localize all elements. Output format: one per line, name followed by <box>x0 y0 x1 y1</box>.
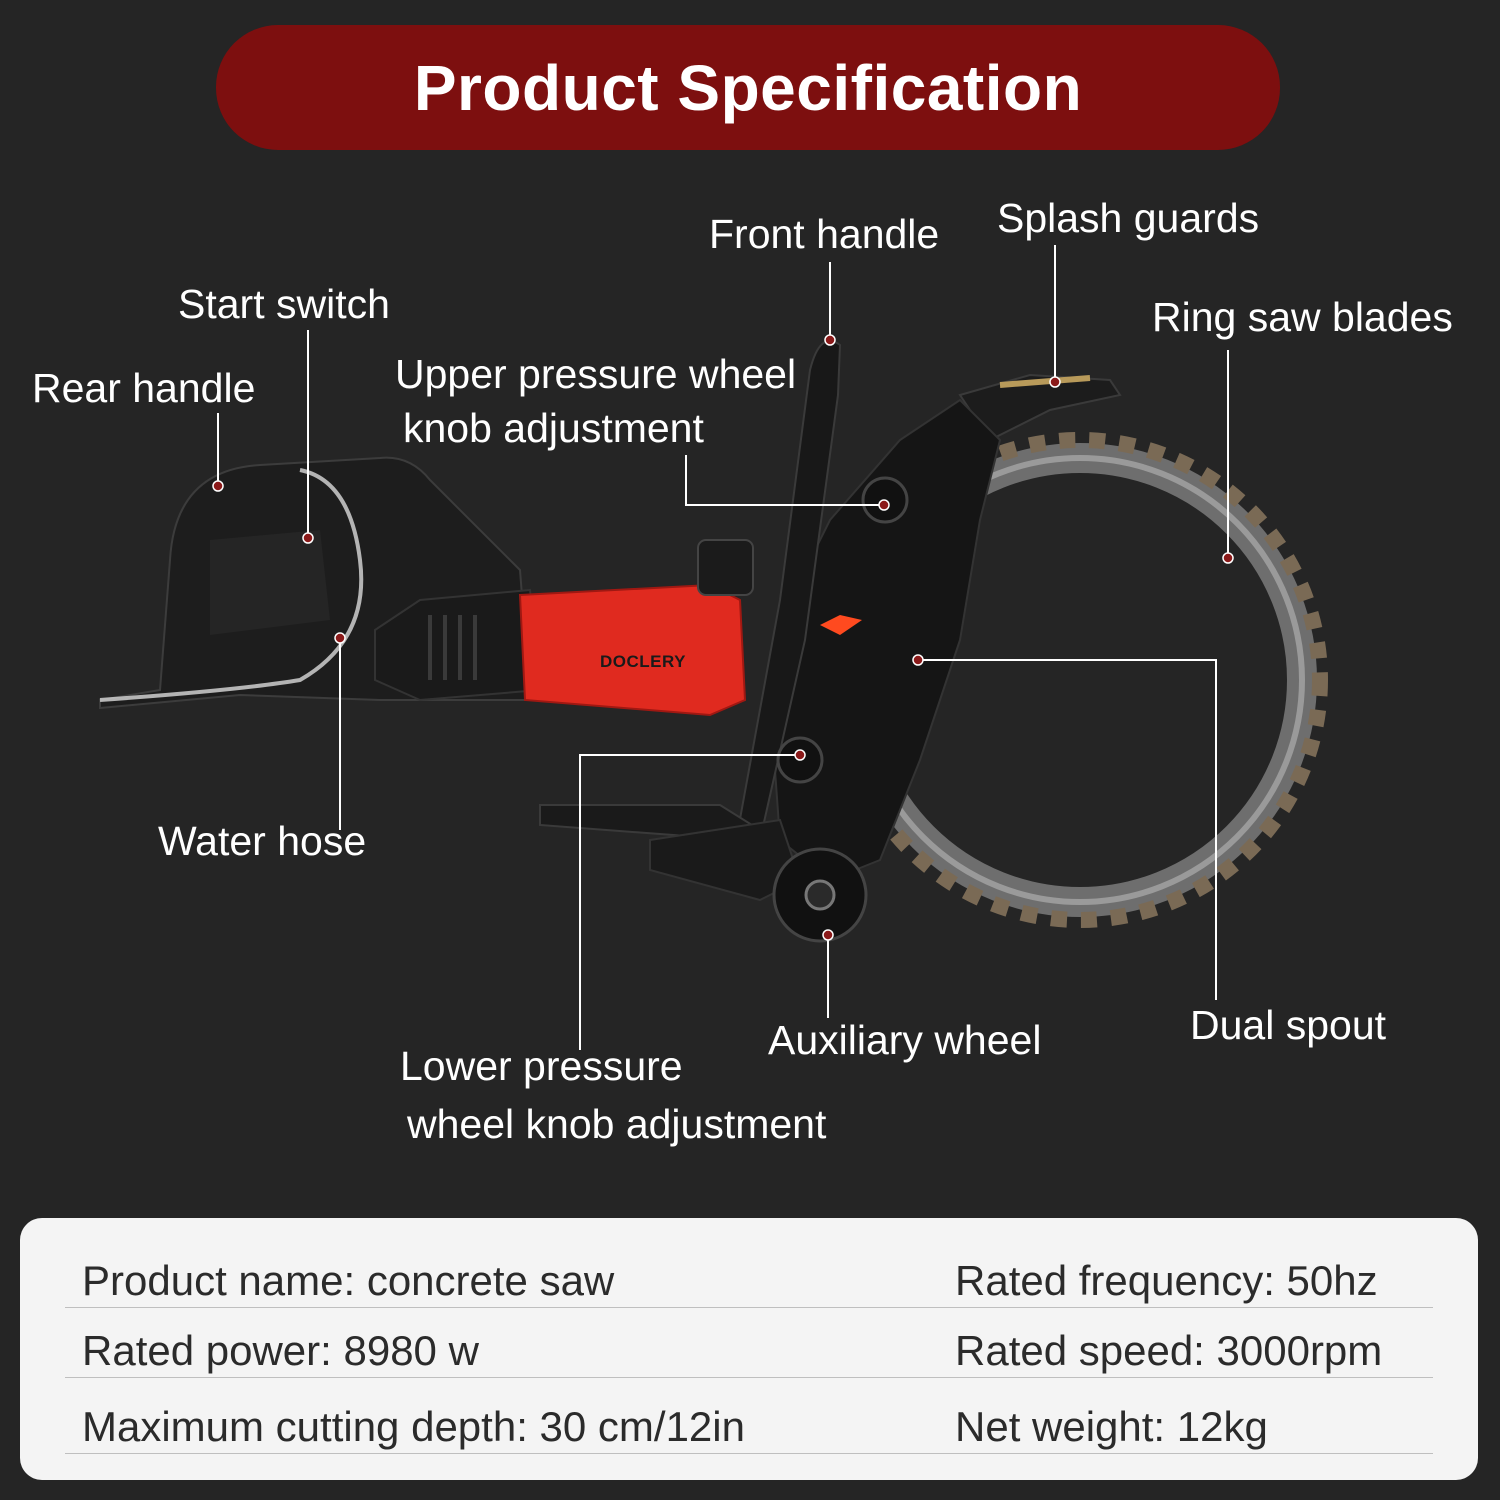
spec-row: Rated power: 8980 w Rated speed: 3000rpm <box>65 1307 1433 1378</box>
label-upper-knob-line2: knob adjustment <box>403 405 704 451</box>
callout-dots <box>212 334 1234 941</box>
label-lower-knob-line2: wheel knob adjustment <box>407 1101 827 1147</box>
spec-left: Product name: concrete saw <box>82 1257 615 1304</box>
splash-guard-strip <box>999 375 1091 388</box>
rear-handle-grip-opening <box>210 530 330 635</box>
label-front-handle: Front handle <box>709 211 940 257</box>
callout-lines <box>217 245 1229 1050</box>
spec-panel: Product name: concrete saw Rated frequen… <box>20 1218 1478 1480</box>
orange-lever <box>820 615 862 635</box>
motor-cap <box>697 539 754 596</box>
label-upper-knob-line1: Upper pressure wheel <box>395 351 797 397</box>
spec-left: Maximum cutting depth: 30 cm/12in <box>82 1403 745 1450</box>
spec-right: Rated frequency: 50hz <box>955 1257 1378 1304</box>
label-ring-saw-blades: Ring saw blades <box>1152 294 1453 340</box>
spec-row: Product name: concrete saw Rated frequen… <box>65 1237 1433 1308</box>
spec-right: Net weight: 12kg <box>955 1403 1268 1450</box>
brand-logo: DOCLERY <box>600 652 686 671</box>
label-water-hose: Water hose <box>158 818 367 864</box>
vent-slots <box>428 615 477 680</box>
saw-illustration <box>99 245 1328 1050</box>
label-start-switch: Start switch <box>178 281 390 327</box>
label-rear-handle: Rear handle <box>32 365 256 411</box>
title-banner: Product Specification <box>216 25 1280 150</box>
spec-left: Rated power: 8980 w <box>82 1327 479 1374</box>
product-illustration-area: DOCLERY Front handle Splash guards Ring … <box>32 195 1453 1147</box>
label-dual-spout: Dual spout <box>1190 1002 1387 1048</box>
label-auxiliary-wheel: Auxiliary wheel <box>768 1017 1042 1063</box>
label-lower-knob-line1: Lower pressure <box>400 1043 683 1089</box>
label-splash-guards: Splash guards <box>997 195 1260 241</box>
page-title: Product Specification <box>413 51 1083 124</box>
motor-body <box>518 583 747 717</box>
spec-right: Rated speed: 3000rpm <box>955 1327 1383 1374</box>
spec-row: Maximum cutting depth: 30 cm/12in Net we… <box>65 1383 1433 1454</box>
